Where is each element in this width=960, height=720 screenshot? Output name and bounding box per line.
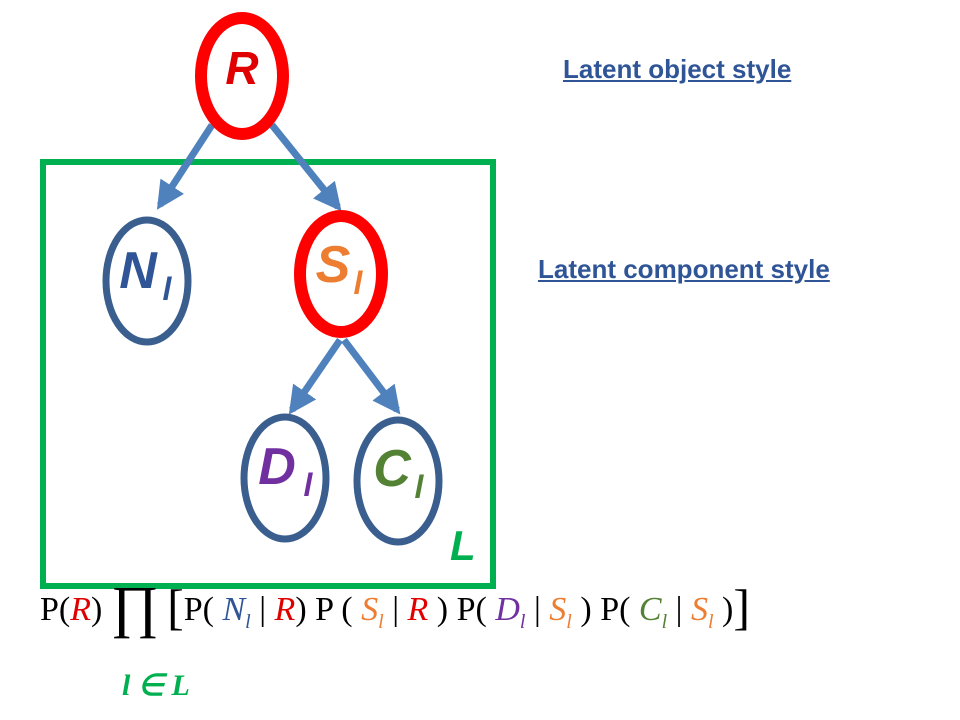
right-bracket: ] [733,579,751,635]
node-n-subscript: l [163,271,173,307]
term4-given: | [667,591,691,628]
term1-n: N [222,591,246,628]
node-s-subscript: l [354,265,364,301]
node-n-label: N [119,242,158,300]
formula-p-close: ) [91,591,103,628]
formula-r: R [70,591,92,628]
term3-open: P( [456,591,496,628]
term2-s-sub: l [378,610,384,633]
arrow-s-to-d [288,338,343,415]
term2-close: ) [428,591,457,628]
node-r-label: R [225,42,258,94]
formula-p-open: P( [40,591,71,628]
node-c-subscript: l [415,469,425,505]
term1-r: R [274,591,296,628]
term4-close: ) [713,591,734,628]
node-s: S l [294,210,388,338]
product-symbol: ∏ [110,574,159,639]
node-n: N l [102,216,192,346]
term1-close: ) [295,591,316,628]
term3-s: S [549,591,567,628]
arrow-r-to-n [156,123,215,210]
plate-box [40,159,496,589]
term1-given: | [250,591,275,628]
term2-open: P ( [315,591,362,628]
term4-s-sub: l [707,610,714,633]
term2-r: R [407,591,429,628]
term3-s-sub: l [566,610,572,633]
plate-label: L [450,522,476,569]
joint-probability-formula: P(R) ∏ [P( Nl | R) P ( Sl | R ) P( Dl | … [40,578,750,636]
term4-c-sub: l [661,610,668,633]
node-d-subscript: l [304,467,314,503]
product-index: l ∈ L [122,669,190,702]
term3-d-sub: l [519,610,526,633]
term4-open: P( [600,591,639,628]
left-bracket: [ [167,579,184,635]
node-d: D l [240,413,330,543]
term3-given: | [525,591,550,628]
term1-n-sub: l [245,610,251,633]
legend-object-style: Latent object style [563,54,792,84]
term4-s: S [690,591,708,628]
node-r: R [195,12,289,140]
term2-s: S [361,591,379,628]
node-c: C l [353,416,443,546]
term2-given: | [383,591,408,628]
arrow-r-to-s [269,122,342,212]
term3-close: ) [571,591,601,628]
term3-d: D [495,591,520,628]
arrow-s-to-c [341,337,401,415]
legend-component-style: Latent component style [538,254,830,284]
node-d-label: D [258,438,296,496]
term1-open: P( [183,591,223,628]
node-c-label: C [373,440,412,498]
node-s-label: S [316,236,351,294]
term4-c: C [638,591,662,628]
